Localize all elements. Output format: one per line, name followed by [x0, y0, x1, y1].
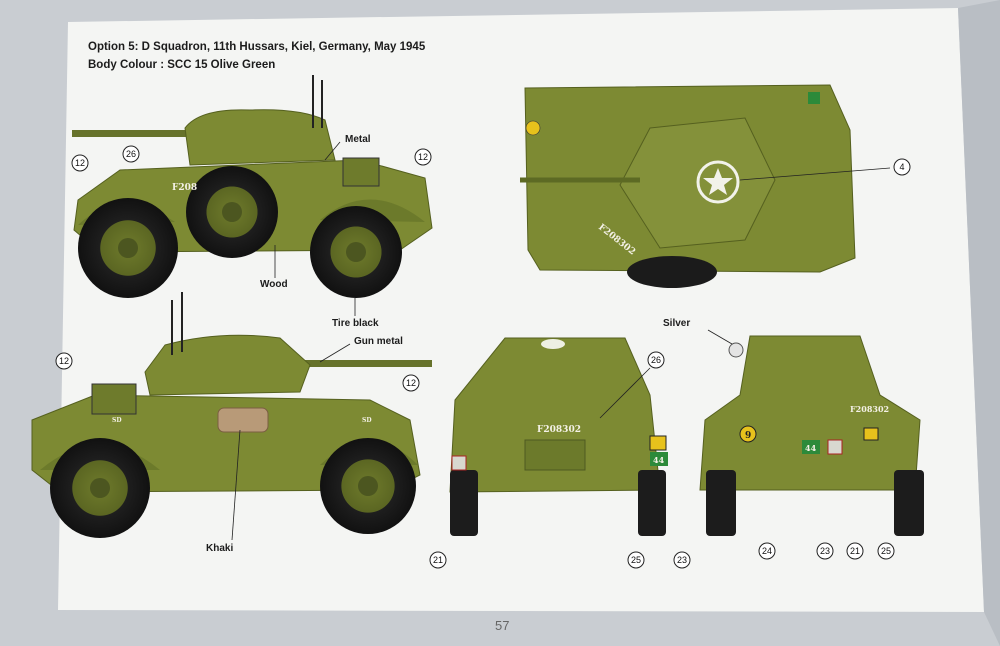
allied-star-roundel [696, 160, 740, 204]
svg-text:23: 23 [820, 546, 830, 556]
label-metal: Metal [345, 134, 371, 145]
rear-tire [706, 470, 736, 536]
hub [222, 202, 242, 222]
svg-text:26: 26 [651, 355, 661, 365]
bridge-plate-front [649, 435, 667, 451]
khaki-stowage [217, 407, 269, 433]
body-colour-note: Body Colour : SCC 15 Olive Green [88, 59, 276, 71]
svg-text:12: 12 [75, 158, 85, 168]
allied-star-icon [703, 168, 733, 195]
svg-text:24: 24 [762, 546, 772, 556]
stowage-box [342, 157, 380, 187]
front-tire [638, 470, 666, 536]
label-khaki: Khaki [206, 543, 234, 554]
unit-sign-small [808, 92, 820, 104]
page-number: 57 [495, 618, 510, 633]
svg-text:4: 4 [899, 162, 904, 172]
spare-wheel-top [627, 256, 717, 288]
unit-sign-front [650, 452, 668, 466]
callout-12-d: 12 [402, 374, 420, 392]
callout-26-a: 26 [122, 145, 140, 163]
hub [358, 476, 378, 496]
unit-number-front: 44 [653, 455, 665, 465]
svg-text:12: 12 [418, 152, 428, 162]
callout-24: 24 [758, 542, 776, 560]
turret [144, 334, 311, 396]
callout-21-b: 21 [846, 542, 864, 560]
side-view-left: F208 [72, 75, 433, 316]
stowage-box [91, 383, 137, 415]
callout-21-a: 21 [429, 551, 447, 569]
leader-line [319, 343, 351, 363]
option-title: Option 5: D Squadron, 11th Hussars, Kiel… [88, 41, 426, 53]
callout-25-b: 25 [877, 542, 895, 560]
front-view: F208302 44 [449, 337, 668, 536]
leader-line [707, 329, 733, 345]
silver-light [728, 342, 744, 358]
callout-26-b: 26 [647, 351, 665, 369]
turret [184, 109, 336, 166]
top-view: F208302 [520, 84, 891, 288]
callout-12-a: 12 [71, 154, 89, 172]
label-tire-black: Tire black [332, 318, 379, 329]
label-silver: Silver [663, 318, 691, 329]
serial-decal-side: F208 [172, 183, 197, 193]
formation-sign-front [451, 455, 467, 471]
callout-23-b: 23 [816, 542, 834, 560]
side-mark-decal: SD [362, 417, 372, 424]
svg-text:12: 12 [59, 356, 69, 366]
bridge-disc [525, 120, 541, 136]
leader-line [599, 367, 651, 419]
callout-25-a: 25 [627, 551, 645, 569]
rear-view: 9 44 F208302 [699, 329, 924, 536]
leader-line [231, 429, 241, 541]
svg-text:12: 12 [406, 378, 416, 388]
leader-line [739, 167, 891, 181]
svg-text:25: 25 [881, 546, 891, 556]
bridge-plate-rear [863, 427, 879, 441]
svg-text:26: 26 [126, 149, 136, 159]
callout-12-b: 12 [414, 148, 432, 166]
hub [90, 478, 110, 498]
hub [118, 238, 138, 258]
side-mark-decal: SD [112, 417, 122, 424]
callout-23-a: 23 [673, 551, 691, 569]
paper-sheet [58, 8, 984, 612]
formation-sign-rear [827, 439, 843, 455]
svg-text:21: 21 [433, 555, 443, 565]
svg-text:23: 23 [677, 555, 687, 565]
unit-number-rear: 44 [805, 443, 817, 453]
callout-12-c: 12 [55, 352, 73, 370]
bridge-class-disc [739, 425, 757, 443]
turret-roundel [541, 339, 565, 349]
side-view-right: SD SD [31, 292, 432, 541]
callout-4: 4 [893, 158, 911, 176]
gun-barrel [72, 130, 202, 137]
rear-tire [894, 470, 924, 536]
label-gun-metal: Gun metal [354, 336, 403, 347]
svg-text:25: 25 [631, 555, 641, 565]
grille [524, 439, 586, 471]
svg-text:21: 21 [850, 546, 860, 556]
bridge-class-text: 9 [745, 431, 751, 441]
label-wood: Wood [260, 279, 288, 290]
hub [346, 242, 366, 262]
front-tire [450, 470, 478, 536]
paper-shadow [958, 0, 1000, 646]
leader-line [324, 141, 341, 161]
unit-sign-rear [802, 440, 820, 454]
serial-decal-rear: F208302 [850, 404, 889, 414]
gun-barrel [290, 360, 432, 367]
serial-decal-front: F208302 [537, 425, 581, 435]
